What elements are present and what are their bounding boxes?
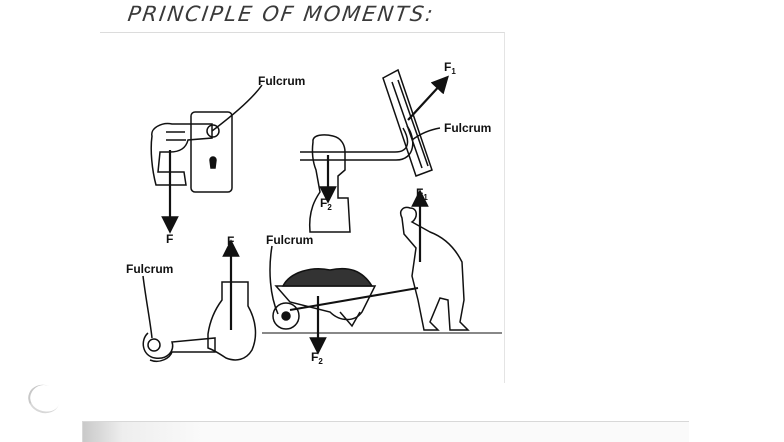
wrench-icon bbox=[142, 332, 216, 363]
wheel-icon bbox=[272, 302, 300, 330]
f1-arrow-icon bbox=[407, 75, 449, 121]
force-label-door: F bbox=[166, 232, 174, 246]
person-icon bbox=[399, 206, 470, 331]
f2-label-load: F2 bbox=[311, 350, 323, 366]
next-page-strip bbox=[82, 421, 689, 442]
beam-icon bbox=[382, 68, 433, 177]
lever-bar bbox=[300, 125, 414, 161]
lever-panel bbox=[300, 68, 449, 233]
next-page-text bbox=[123, 424, 663, 442]
f1-label-person: F1 bbox=[416, 186, 428, 202]
fulcrum-leader-3 bbox=[142, 275, 153, 339]
hand-on-door-handle-icon bbox=[150, 122, 213, 186]
hand-on-wrench-icon bbox=[207, 281, 257, 361]
fulcrum-leader-2 bbox=[411, 127, 441, 141]
hand-on-lever-icon bbox=[308, 134, 351, 233]
figure-frame bbox=[100, 32, 505, 383]
fulcrum-leader bbox=[211, 84, 263, 132]
fulcrum-label-wheelbarrow: Fulcrum bbox=[266, 233, 314, 247]
fulcrum-leader-4 bbox=[269, 245, 279, 315]
f1-label-lever: F1 bbox=[444, 60, 456, 76]
wheelbarrow-icon bbox=[274, 285, 377, 321]
door-handle-panel bbox=[150, 84, 263, 234]
force-label-wrench: F bbox=[227, 234, 235, 248]
wheelbarrow-panel bbox=[262, 189, 502, 355]
fulcrum-label-wrench: Fulcrum bbox=[126, 262, 174, 276]
wrench-fulcrum-nut bbox=[147, 338, 161, 352]
fulcrum-label-door: Fulcrum bbox=[258, 74, 306, 88]
handle-bar bbox=[289, 287, 419, 311]
fulcrum-label-lever: Fulcrum bbox=[444, 121, 492, 135]
wrench-panel bbox=[142, 239, 257, 363]
keyhole-icon bbox=[209, 156, 217, 169]
door-fulcrum-pivot bbox=[206, 124, 220, 138]
load-icon bbox=[281, 267, 374, 287]
f2-label-lever: F2 bbox=[320, 196, 332, 212]
door-plate bbox=[190, 111, 233, 193]
